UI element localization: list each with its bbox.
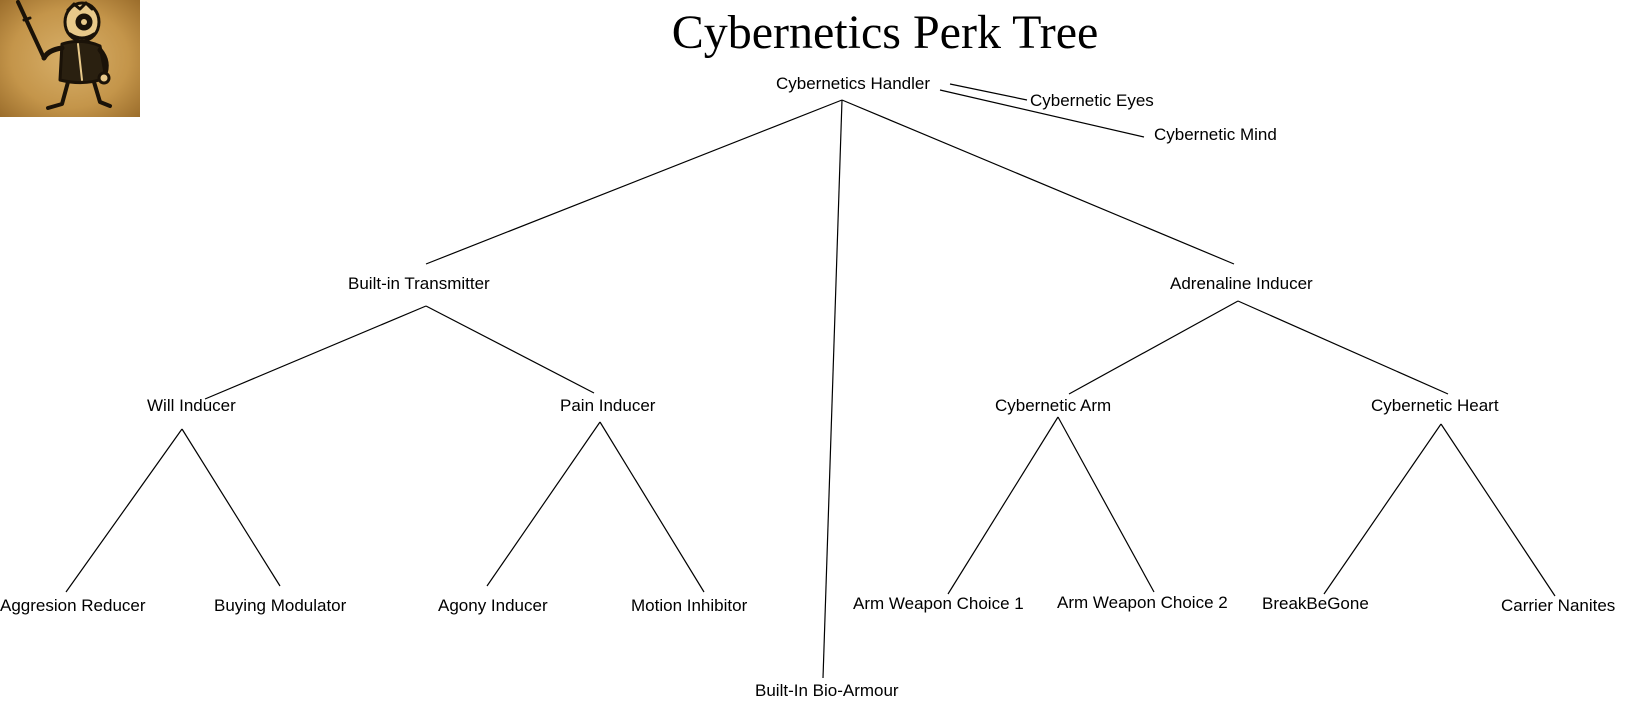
edge-adrenaline-arm bbox=[1068, 300, 1239, 395]
edge-arm-weapon2 bbox=[1057, 416, 1155, 593]
perk-motion-inhibitor: Motion Inhibitor bbox=[631, 596, 748, 615]
perk-built-in-transmitter: Built-in Transmitter bbox=[348, 274, 490, 293]
perk-will-inducer: Will Inducer bbox=[147, 396, 236, 415]
edge-pain-agony bbox=[486, 421, 601, 587]
edge-will-aggresion bbox=[65, 428, 183, 593]
edge-will-buying bbox=[181, 428, 281, 587]
edge-pain-motion bbox=[599, 421, 705, 593]
perk-agony-inducer: Agony Inducer bbox=[438, 596, 548, 615]
edge-handler-bio-armour bbox=[822, 99, 843, 679]
perk-built-in-bio-armour: Built-In Bio-Armour bbox=[755, 681, 899, 700]
page-title: Cybernetics Perk Tree bbox=[671, 6, 1099, 59]
perk-arm-weapon-choice-1: Arm Weapon Choice 1 bbox=[853, 594, 1024, 613]
edge-arm-weapon1 bbox=[947, 416, 1059, 595]
edge-handler-adrenaline bbox=[841, 99, 1235, 265]
edge-transmitter-pain bbox=[425, 305, 595, 394]
vault-boy-logo bbox=[0, 0, 140, 117]
perk-breakbegone: BreakBeGone bbox=[1262, 594, 1369, 613]
perk-cybernetic-arm: Cybernetic Arm bbox=[995, 396, 1112, 415]
edge-heart-carrier bbox=[1440, 423, 1556, 597]
perk-carrier-nanites: Carrier Nanites bbox=[1501, 596, 1616, 615]
perk-aggresion-reducer: Aggresion Reducer bbox=[0, 596, 146, 615]
edge-handler-mind bbox=[939, 89, 1145, 138]
perk-cybernetic-heart: Cybernetic Heart bbox=[1371, 396, 1499, 415]
edge-handler-eyes bbox=[949, 83, 1028, 101]
perk-cybernetic-mind: Cybernetic Mind bbox=[1154, 125, 1277, 144]
perk-cybernetic-eyes: Cybernetic Eyes bbox=[1030, 91, 1154, 110]
perk-pain-inducer: Pain Inducer bbox=[560, 396, 656, 415]
perk-adrenaline-inducer: Adrenaline Inducer bbox=[1170, 274, 1313, 293]
perk-cybernetics-handler: Cybernetics Handler bbox=[776, 74, 931, 93]
edge-adrenaline-heart bbox=[1237, 300, 1449, 395]
edge-handler-transmitter bbox=[425, 99, 843, 265]
perk-arm-weapon-choice-2: Arm Weapon Choice 2 bbox=[1057, 593, 1228, 612]
vault-boy-figure bbox=[16, 0, 112, 110]
perk-buying-modulator: Buying Modulator bbox=[214, 596, 347, 615]
edge-heart-breakbegone bbox=[1323, 423, 1442, 595]
edge-transmitter-will bbox=[204, 305, 427, 400]
